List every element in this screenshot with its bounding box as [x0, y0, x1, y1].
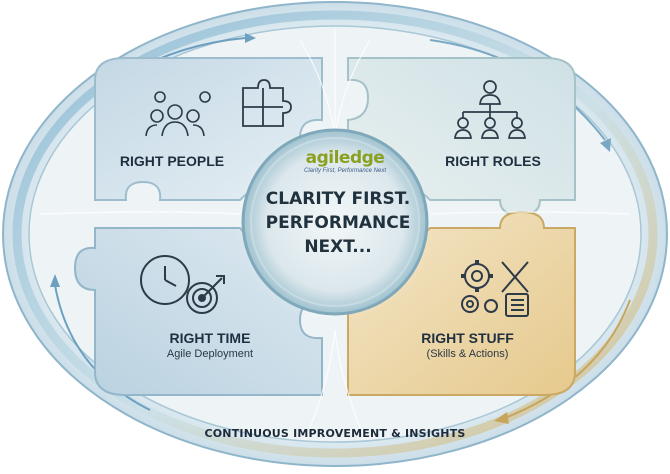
- right-time-subtitle: Agile Deployment: [166, 348, 254, 360]
- team-icon: [145, 91, 211, 137]
- logo-wordmark: agiledge: [305, 148, 385, 168]
- gears-tools-checklist-icon: [461, 260, 529, 317]
- agiledge-logo: agiledge Clarity First, Performance Next: [290, 149, 400, 175]
- center-line-3: NEXT...: [304, 237, 372, 257]
- center-hub: [235, 122, 435, 322]
- clock-target-icon: [140, 255, 225, 314]
- logo-tagline: Clarity First, Performance Next: [303, 168, 387, 174]
- org-chart-icon: [454, 80, 526, 139]
- right-stuff-subtitle: (Skills & Actions): [426, 348, 509, 360]
- continuous-improvement-caption: CONTINUOUS IMPROVEMENT & INSIGHTS: [204, 427, 466, 440]
- right-people-label: RIGHT PEOPLE: [119, 153, 225, 169]
- center-line-2: PERFORMANCE: [265, 213, 411, 233]
- right-time-label: RIGHT TIME: [169, 330, 251, 346]
- right-stuff-label: RIGHT STUFF: [421, 330, 514, 346]
- center-line-1: CLARITY FIRST.: [265, 189, 411, 209]
- center-slogan: CLARITY FIRST. PERFORMANCE NEXT...: [248, 187, 428, 259]
- right-roles-label: RIGHT ROLES: [445, 153, 541, 169]
- puzzle-icon: [242, 79, 292, 127]
